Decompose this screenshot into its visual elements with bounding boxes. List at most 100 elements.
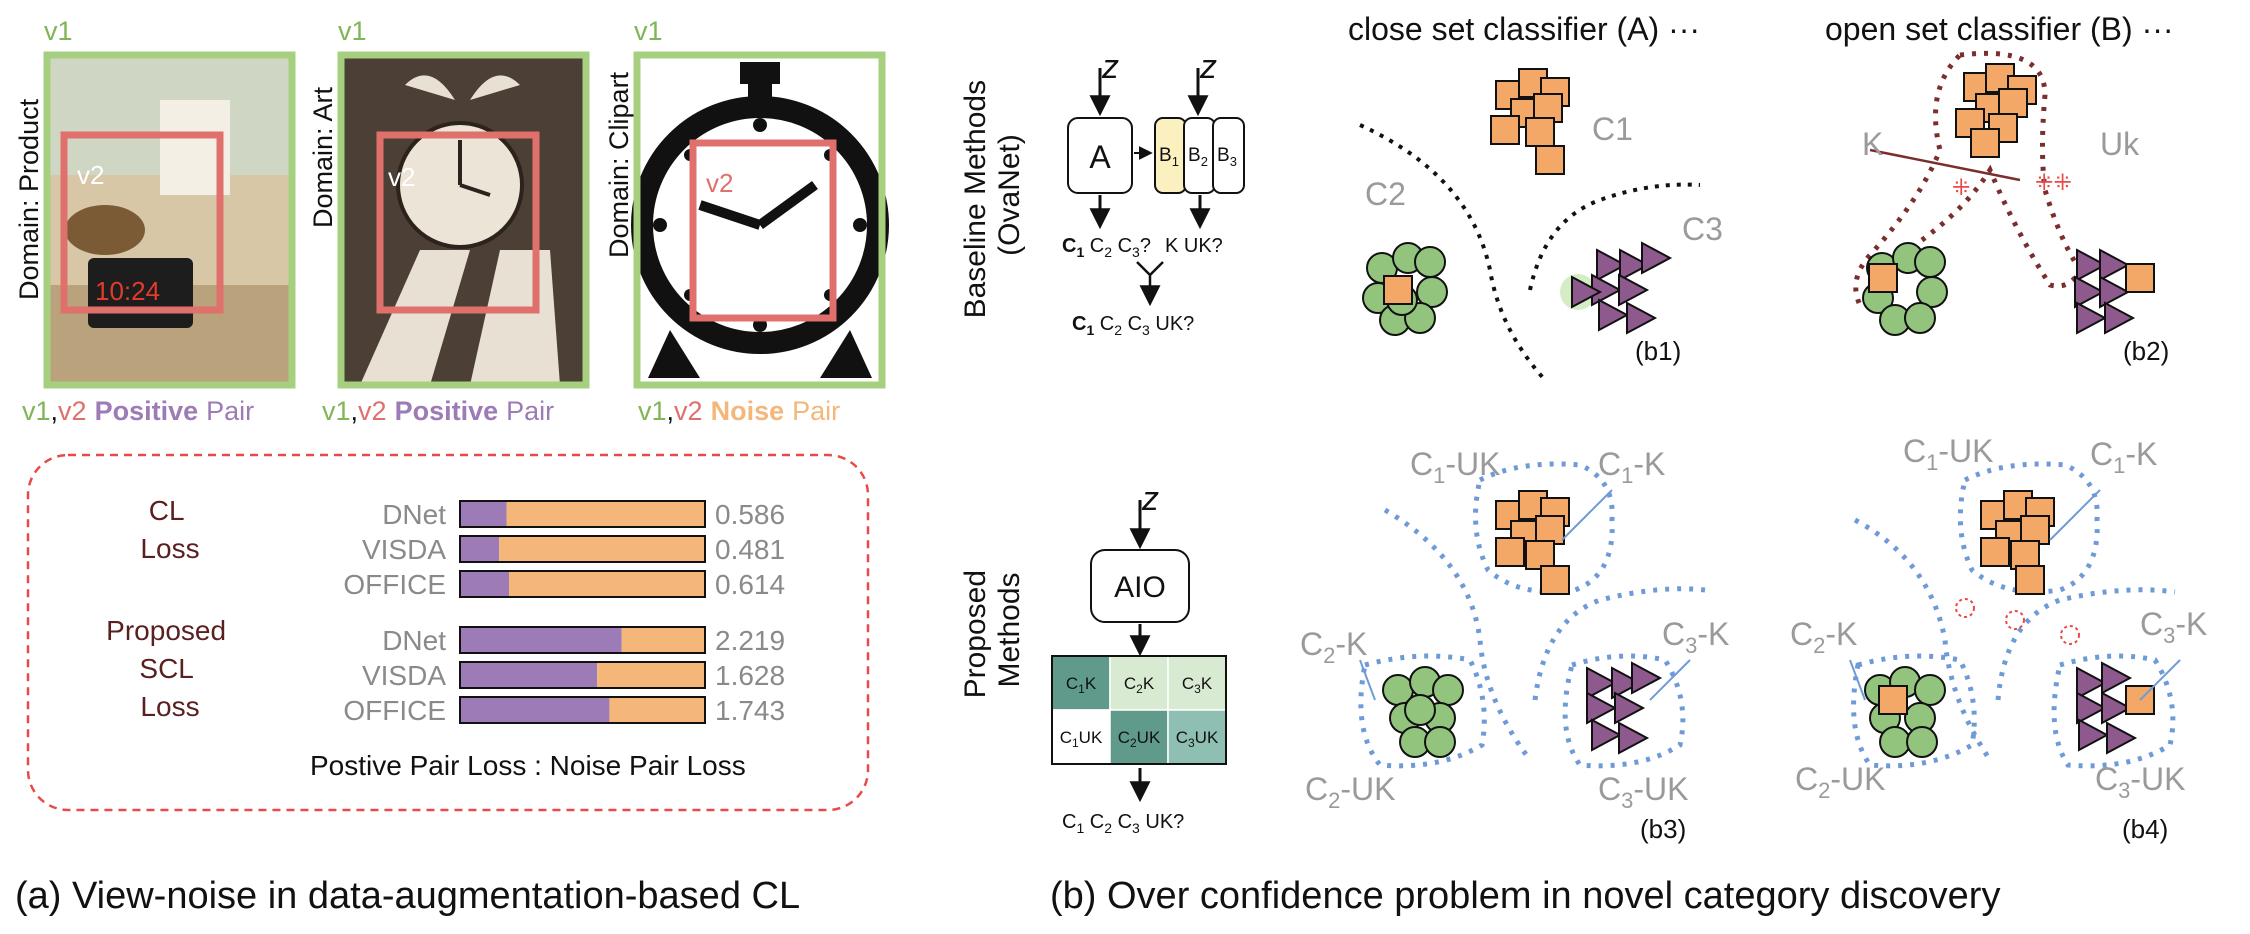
proposed-methods-label: Proposed Methods	[959, 562, 1026, 699]
close-set-title: close set classifier (A) ···	[1348, 11, 1700, 47]
label-k: K	[1862, 126, 1883, 162]
positive-pair-bar	[460, 662, 598, 688]
aio-box	[1090, 549, 1190, 623]
baseline-diagram: z A z B1 B2 B3 C1 C2 C3? K UK? C1 C2 C3 …	[1062, 48, 1245, 338]
label-c2-k: C2-K	[1790, 616, 1857, 658]
dataset-label: VISDA	[362, 660, 446, 691]
z-label: z	[1141, 480, 1159, 518]
cluster-circles	[1864, 666, 1946, 758]
v2-crop	[376, 131, 540, 314]
panel-b: Baseline Methods (OvaNet) Proposed Metho…	[959, 11, 2207, 917]
grid-cell-label: C2K	[1124, 674, 1155, 696]
output-a: C1 C2 C3?	[1062, 235, 1151, 260]
cluster-triangles	[2074, 249, 2155, 334]
positive-pair-bar	[460, 536, 500, 562]
svg-text:⁜⁜: ⁜⁜	[2035, 170, 2072, 195]
cluster-triangles	[1560, 242, 1671, 334]
loss-value: 1.628	[715, 660, 785, 691]
label-c3-k: C3-K	[1662, 616, 1729, 658]
v2-crop	[689, 139, 837, 322]
z-label: z	[1199, 48, 1217, 86]
cluster-circles	[1382, 666, 1464, 758]
bar-outline	[459, 696, 706, 724]
loss-value: 1.743	[715, 695, 785, 726]
plot-b3: C1-UK C1-K C2-K C2-UK C3-K C3-UK (b3)	[1300, 446, 1729, 844]
grid-cell-label: C3K	[1182, 674, 1213, 696]
noise-pair-bar	[499, 536, 705, 562]
svg-text:B2: B2	[1188, 145, 1208, 169]
label-c2-uk: C2-UK	[1305, 771, 1395, 813]
aio-output-grid: C1K C2K C3K C1UK C2UK C3UK	[1051, 655, 1227, 765]
grid-cell	[1109, 655, 1169, 711]
open-set-title: open set classifier (B) ···	[1825, 11, 2174, 47]
label-c1: C1	[1592, 111, 1633, 147]
classifier-b-boxes: B1 B2 B3	[1154, 117, 1245, 194]
cluster-circles	[1362, 242, 1448, 336]
z-label: z	[1101, 48, 1119, 86]
domain-label: Domain: Clipart	[604, 71, 634, 258]
grid-cell-label: C3UK	[1176, 728, 1219, 750]
bar-outline	[459, 626, 706, 654]
ratio-label: Postive Pair Loss : Noise Pair Loss	[310, 750, 746, 781]
noise-pair-bar	[597, 662, 705, 688]
domain-label: Domain: Art	[308, 86, 338, 228]
label-c3-uk: C3-UK	[2095, 761, 2185, 803]
output-b: K UK?	[1165, 235, 1223, 257]
aio-output: C1 C2 C3 UK?	[1062, 811, 1184, 836]
svg-text:B3: B3	[1217, 145, 1237, 169]
caption-b: (b) Over confidence problem in novel cat…	[1050, 875, 2000, 917]
tag-b2: (b2)	[2123, 336, 2169, 366]
v2-label: v2	[77, 160, 104, 190]
positive-pair-bar	[460, 627, 622, 653]
plot-b2: ⁜ ⁜⁜ K Uk (b2)	[1853, 50, 2169, 366]
cluster-squares	[1495, 490, 1570, 595]
noise-pair-bar	[609, 697, 705, 723]
label-c1-uk: C1-UK	[1410, 446, 1500, 488]
label-c3-k: C3-K	[2140, 606, 2207, 648]
label-c2-uk: C2-UK	[1795, 761, 1885, 803]
dataset-label: OFFICE	[343, 569, 446, 600]
domain-label: Domain: Product	[14, 98, 44, 300]
svg-text:⁜: ⁜	[1952, 175, 1970, 200]
grid-cell-label: C2UK	[1118, 728, 1161, 750]
label-c2: C2	[1365, 176, 1406, 212]
bar-outline	[459, 535, 706, 563]
v1-label: v1	[634, 16, 663, 46]
aio-label: AIO	[1114, 571, 1166, 604]
bar-outline	[459, 500, 706, 528]
cluster-squares	[1490, 68, 1570, 175]
tag-b1: (b1)	[1635, 336, 1681, 366]
loss-value: 0.481	[715, 534, 785, 565]
dataset-label: OFFICE	[343, 695, 446, 726]
loss-value: 2.219	[715, 625, 785, 656]
scl-loss-label: Proposed SCL Loss	[106, 615, 234, 722]
grid-cell-label: C1K	[1066, 674, 1097, 696]
grid-cell-label: C1UK	[1060, 728, 1103, 750]
dataset-label: VISDA	[362, 534, 446, 565]
tag-b4: (b4)	[2122, 814, 2168, 844]
loss-value: 0.586	[715, 499, 785, 530]
loss-value: 0.614	[715, 569, 785, 600]
positive-pair-bar	[460, 571, 509, 597]
noise-pair-bar	[506, 501, 705, 527]
v2-crop	[60, 131, 224, 314]
label-c1-uk: C1-UK	[1903, 433, 1993, 475]
label-c3: C3	[1682, 211, 1723, 247]
dataset-label: DNet	[382, 499, 446, 530]
plot-b4: C1-UK C1-K C2-K C2-UK C3-K C3-UK (b4)	[1790, 433, 2207, 844]
label-uk: Uk	[2100, 126, 2140, 162]
plot-b1: C1 C2 C3 (b1)	[1359, 68, 1723, 382]
classifier-a-label: A	[1089, 139, 1111, 175]
cluster-circles	[1862, 242, 1948, 336]
classifier-a-box	[1067, 117, 1133, 194]
output-final: C1 C2 C3 UK?	[1072, 313, 1194, 338]
svg-text:B1: B1	[1159, 145, 1179, 169]
cluster-squares	[1955, 63, 2037, 158]
